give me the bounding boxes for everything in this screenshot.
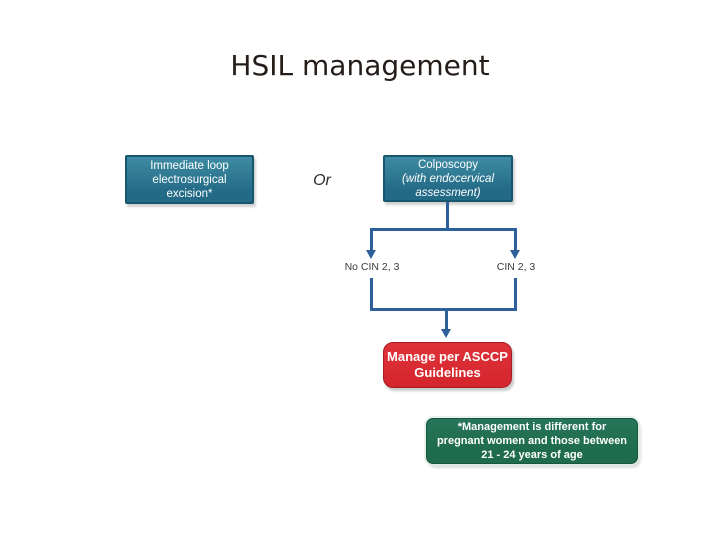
node-manage-asccp: Manage per ASCCP Guidelines [383,342,512,388]
down-arrowhead-icon [366,250,376,259]
connector-left-arrow-line [370,228,373,251]
branch-label-no-cin: No CIN 2, 3 [344,261,400,273]
connector-right-arrow-line [514,228,517,251]
node-colposcopy: Colposcopy (with endocervical assessment… [383,155,513,202]
footnote-text-line: *Management is different for [457,421,607,433]
footnote-text-line: 21 - 24 years of age [481,449,583,461]
page-title: HSIL management [230,49,490,82]
footnote-text-line: pregnant women and those between [436,435,628,447]
node-text-line: Manage per ASCCP [387,349,508,364]
branch-label-cin: CIN 2, 3 [496,261,536,273]
connector-branch-bottom [370,308,517,311]
node-text-line: excision* [166,187,213,200]
connector-manage-stem [445,308,448,330]
down-arrowhead-icon [510,250,520,259]
connector-branch-top [370,228,517,231]
or-label: Or [313,172,331,189]
connector-colposcopy-stem [446,202,449,230]
connector-right-down [514,278,517,311]
down-arrowhead-icon [441,329,451,338]
node-text-line: (with endocervical [401,172,495,185]
node-text-line: Colposcopy [417,158,479,171]
footnote-box: *Management is different for pregnant wo… [426,418,638,464]
node-immediate-loop-excision: Immediate loop electrosurgical excision* [125,155,254,204]
node-text-line: Immediate loop [150,159,229,172]
node-text-line: assessment) [415,186,481,199]
node-text-line: Guidelines [414,365,481,380]
node-text-line: electrosurgical [152,173,227,186]
connector-left-down [370,278,373,311]
